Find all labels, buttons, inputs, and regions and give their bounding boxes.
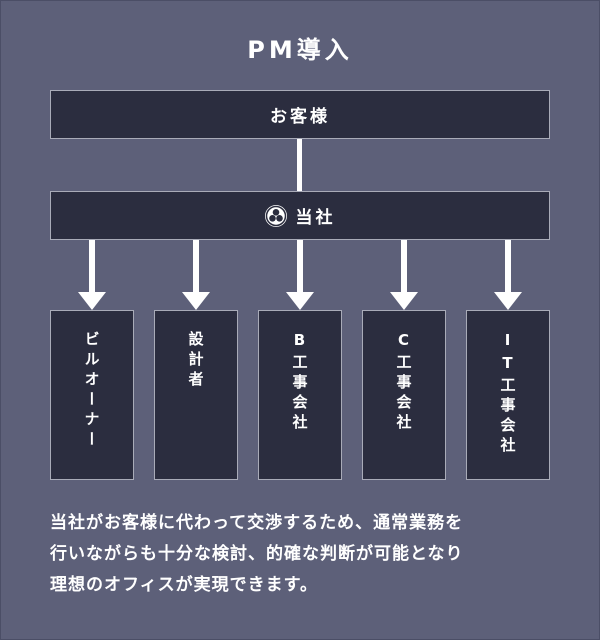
arrow-to-c-contractor: [390, 240, 418, 310]
company-label: 当社: [295, 208, 336, 228]
description: 当社がお客様に代わって交渉するため、通常業務を 行いながらも十分な検討、的確な判…: [50, 508, 570, 601]
company-logo-icon: [264, 204, 287, 227]
client-connector-line: [297, 139, 302, 191]
b-contractor-box: B工事会社: [258, 310, 342, 480]
building-owner-label: ビルオーナー: [82, 331, 101, 451]
arrow-to-designer: [182, 240, 210, 310]
it-contractor-label: IT工事会社: [498, 331, 517, 457]
company-box: 当社: [50, 191, 550, 240]
c-contractor-box: C工事会社: [362, 310, 446, 480]
diagram-title: PM導入: [247, 36, 353, 64]
b-contractor-label: B工事会社: [290, 331, 309, 434]
description-line: 当社がお客様に代わって交渉するため、通常業務を: [50, 513, 464, 533]
c-contractor-label: C工事会社: [394, 331, 413, 434]
designer-label: 設計者: [186, 331, 205, 391]
client-label: お客様: [270, 107, 330, 127]
client-box: お客様: [50, 90, 550, 139]
arrow-to-b-contractor: [286, 240, 314, 310]
building-owner-box: ビルオーナー: [50, 310, 134, 480]
arrow-to-it-contractor: [494, 240, 522, 310]
it-contractor-box: IT工事会社: [466, 310, 550, 480]
designer-box: 設計者: [154, 310, 238, 480]
description-line: 理想のオフィスが実現できます。: [50, 575, 318, 595]
description-line: 行いながらも十分な検討、的確な判断が可能となり: [50, 544, 464, 564]
arrow-to-building-owner: [78, 240, 106, 310]
